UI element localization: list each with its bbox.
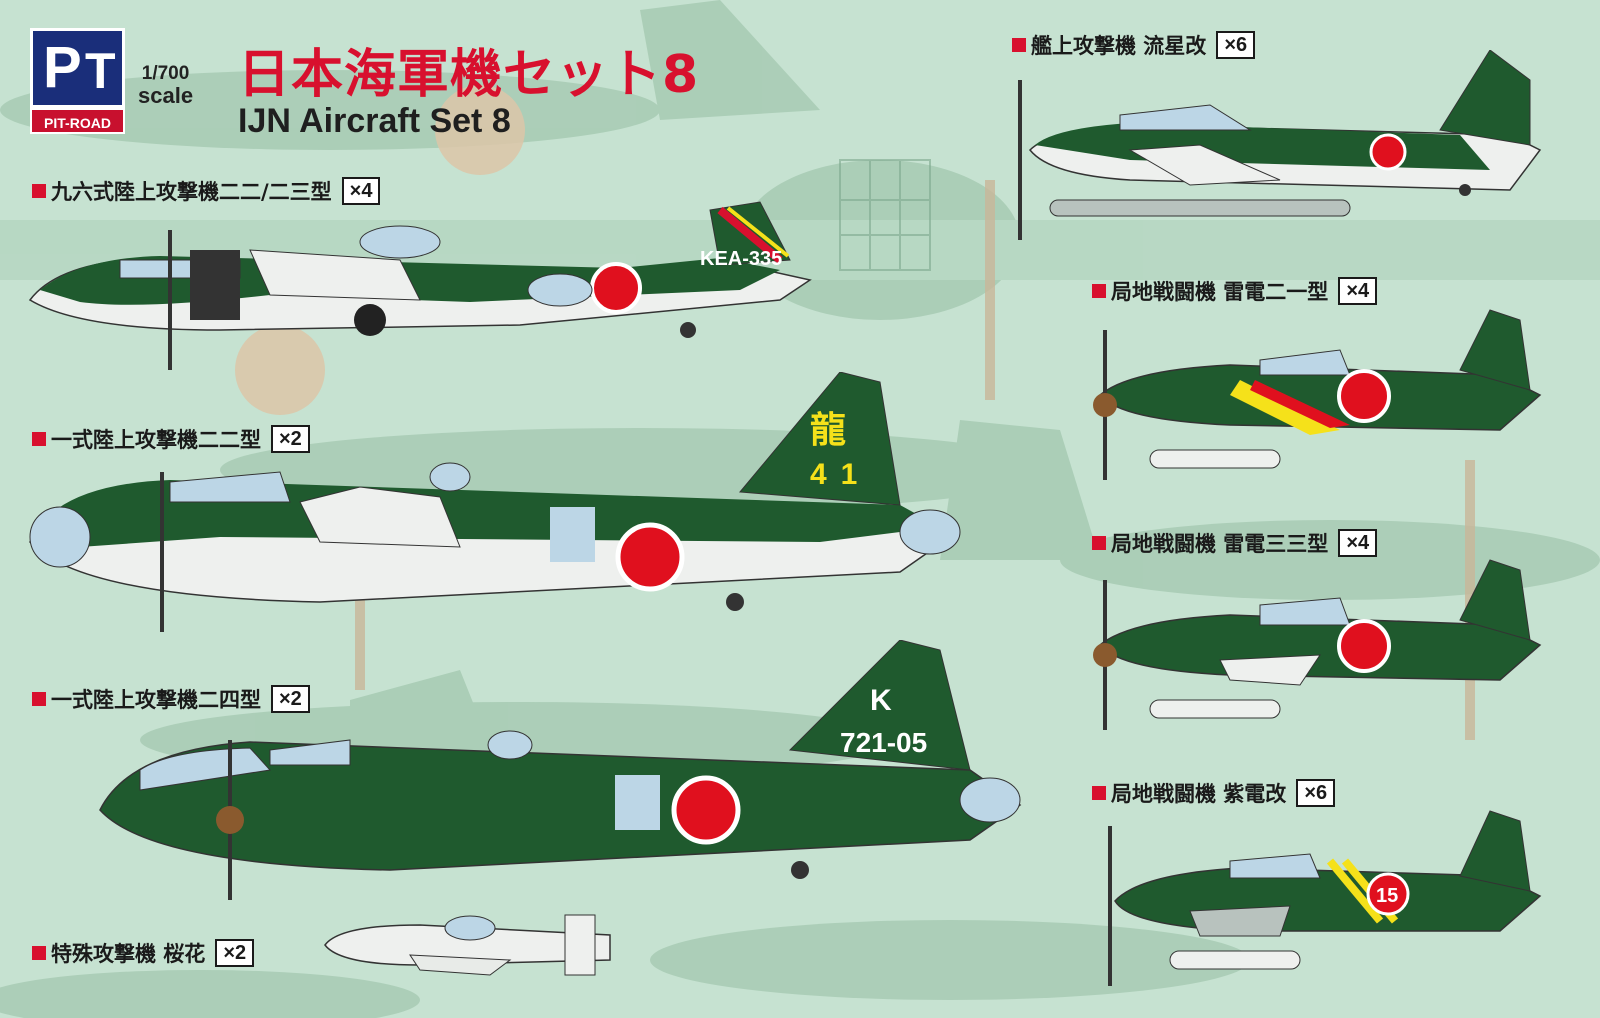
quantity-badge: ×4 [341,177,381,205]
aircraft-label-g3m: 九六式陸上攻撃機二二/二三型 ×4 [32,176,381,206]
bullet-square-icon [32,946,46,960]
hinomaru-icon [615,522,685,592]
bullet-square-icon [1012,38,1026,52]
logo-text: PIT-ROAD [30,108,125,134]
aircraft-label-g4m-22: 一式陸上攻撃機二二型 ×2 [32,424,310,454]
tail-code: KEA-335 [700,248,782,270]
bullet-square-icon [1092,536,1106,550]
raiden-33-illustration [1093,559,1542,730]
tail-number: 721-05 [840,727,927,758]
bullet-square-icon [32,184,46,198]
aircraft-label-ohka: 特殊攻撃機 桜花 ×2 [32,938,255,968]
tail-kanji: 龍 [810,410,846,451]
quantity-badge: ×2 [271,425,310,453]
g4m-24-bomber-illustration: K 721-05 [99,640,1022,900]
title-english: IJN Aircraft Set 8 [238,102,511,140]
aircraft-label-g4m-24: 一式陸上攻撃機二四型 ×2 [32,684,310,714]
hinomaru-icon [1337,369,1391,423]
quantity-badge: ×2 [215,939,255,967]
aircraft-name: 艦上攻撃機 流星改 [1031,34,1207,58]
hinomaru-icon [590,262,642,314]
quantity-badge: ×6 [1296,779,1336,807]
aircraft-name: 一式陸上攻撃機二二型 [51,428,261,452]
fuselage-number: 15 [1376,885,1398,907]
aircraft-name: 局地戦闘機 雷電二一型 [1111,280,1329,304]
hinomaru-icon [1337,619,1391,673]
quantity-badge: ×4 [1338,277,1378,305]
raiden-21-illustration [1093,309,1542,480]
aircraft-label-raiden-33: 局地戦闘機 雷電三三型 ×4 [1092,528,1378,558]
title-japanese: 日本海軍機セット8 [238,45,700,105]
aircraft-label-shiden-kai: 局地戦闘機 紫電改 ×6 [1092,778,1336,808]
aircraft-label-ryusei: 艦上攻撃機 流星改 ×6 [1012,30,1256,60]
bullet-square-icon [32,692,46,706]
ryusei-illustration [1018,50,1542,240]
aircraft-name: 一式陸上攻撃機二四型 [51,688,261,712]
hinomaru-icon [1366,872,1410,916]
tail-number: 41 [810,458,871,491]
aircraft-name: 局地戦闘機 雷電三三型 [1111,532,1329,556]
scale-label: scale [138,83,194,108]
logo-mark: P T [30,28,125,108]
quantity-badge: ×6 [1216,31,1256,59]
aircraft-label-raiden-21: 局地戦闘機 雷電二一型 ×4 [1092,276,1378,306]
ohka-illustration [324,914,611,976]
bullet-square-icon [1092,786,1106,800]
g4m-22-bomber-illustration: 龍 41 [29,372,961,632]
hinomaru-icon [1369,133,1407,171]
logo-letter-p: P [43,35,82,100]
bullet-square-icon [1092,284,1106,298]
aircraft-name: 特殊攻撃機 桜花 [51,942,206,966]
scale-number: 1/700 [141,63,190,84]
shiden-kai-illustration: 15 [1108,810,1542,986]
scale-badge: 1/700 scale [138,63,193,107]
pit-road-logo: P T PIT-ROAD [30,28,125,136]
hinomaru-icon [671,775,741,845]
aircraft-name: 局地戦闘機 紫電改 [1111,782,1287,806]
quantity-badge: ×4 [1338,529,1378,557]
g3m-bomber-illustration: KEA-335 [28,201,812,370]
quantity-badge: ×2 [271,685,310,713]
bullet-square-icon [32,432,46,446]
tail-letter: K [870,684,892,717]
logo-letter-t: T [85,43,116,99]
aircraft-name: 九六式陸上攻撃機二二/二三型 [51,180,332,204]
